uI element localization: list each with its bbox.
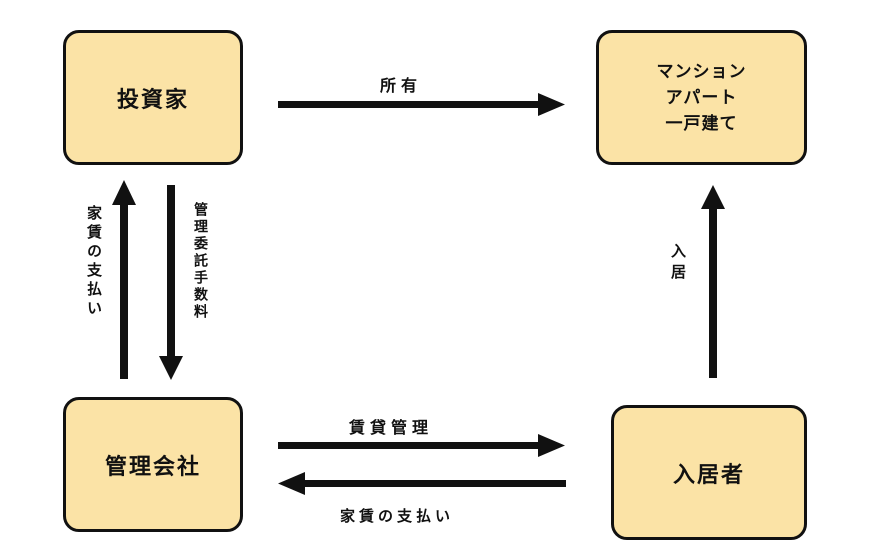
edge-label-rent-to-management: 家賃の支払い xyxy=(340,507,455,525)
edge-label-rent-to-investor: 家賃の支払い xyxy=(85,205,103,319)
arrow-ownership xyxy=(278,93,565,116)
arrow-rental-management xyxy=(278,434,565,457)
arrow-move-in xyxy=(701,185,725,378)
property-node: マンション アパート 一戸建て xyxy=(596,30,807,165)
management-label: 管理会社 xyxy=(104,454,201,480)
property-line-1: マンション xyxy=(656,61,747,82)
arrow-management-fee xyxy=(159,185,183,380)
tenant-label: 入居者 xyxy=(672,462,745,488)
edge-label-move-in: 入居 xyxy=(669,243,687,285)
edge-label-ownership: 所有 xyxy=(380,76,423,95)
arrow-rent-to-management xyxy=(278,472,566,495)
investor-label: 投資家 xyxy=(116,87,189,113)
management-node: 管理会社 xyxy=(63,397,243,532)
edge-label-rental-management: 賃貸管理 xyxy=(349,418,434,437)
property-line-3: 一戸建て xyxy=(665,113,738,134)
tenant-node: 入居者 xyxy=(611,405,807,540)
property-line-2: アパート xyxy=(665,87,738,108)
edge-label-management-fee: 管理委託手数料 xyxy=(192,202,208,321)
investor-node: 投資家 xyxy=(63,30,243,165)
arrow-rent-to-investor xyxy=(112,180,136,379)
